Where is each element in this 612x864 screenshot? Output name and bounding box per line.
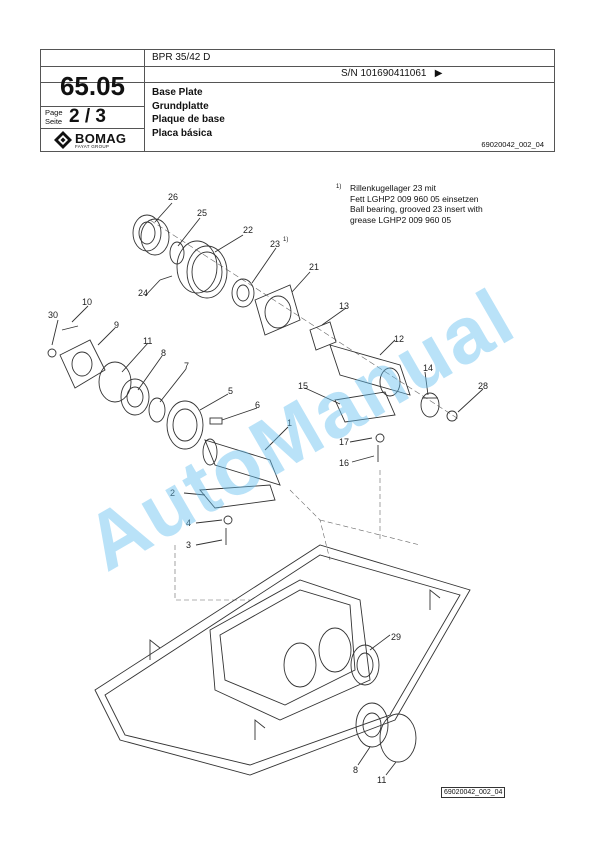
serial-text: S/N 101690411061 [341, 68, 427, 79]
page-number: 2 / 3 [69, 106, 106, 127]
bomag-diamond-icon [54, 131, 72, 149]
callout-5: 5 [228, 386, 233, 396]
bearing-29 [350, 644, 380, 686]
ring-11 [98, 361, 132, 403]
callout-14: 14 [423, 363, 433, 373]
title-en: Base Plate [152, 87, 203, 98]
washer-30 [47, 348, 57, 358]
exciter-housing [209, 579, 371, 721]
bolt-24 [159, 275, 173, 281]
callout-3: 3 [186, 540, 191, 550]
callout-17: 17 [339, 437, 349, 447]
callout-1: 1 [287, 418, 292, 428]
callout-10: 10 [82, 297, 92, 307]
ring-11-lower [379, 713, 417, 763]
ring-25 [169, 241, 185, 265]
callout-30: 30 [48, 310, 58, 320]
gear-5 [166, 400, 204, 450]
bearing-8-lower [355, 702, 389, 748]
callout-8: 8 [161, 348, 166, 358]
cover-9 [59, 339, 106, 389]
ring-7 [148, 397, 166, 423]
figure-reference: 69020042_002_04 [441, 787, 506, 798]
doc-reference: 69020042_002_04 [481, 140, 544, 149]
callout-22: 22 [243, 225, 253, 235]
sleeve-13 [309, 321, 337, 351]
footnote-line: Rillenkugellager 23 mit [350, 183, 436, 193]
housing-21 [254, 284, 301, 336]
callout-4: 4 [186, 518, 191, 528]
callout-24: 24 [138, 288, 148, 298]
callout-16: 16 [339, 458, 349, 468]
header-divider [144, 50, 145, 151]
part-titles: Base Plate Grundplatte Plaque de base Pl… [152, 86, 225, 140]
callout-11: 11 [143, 336, 152, 346]
bearing-8 [120, 378, 150, 416]
title-de: Grundplatte [152, 100, 209, 112]
key-6 [209, 417, 223, 425]
footnote-line: Fett LGHP2 009 960 05 einsetzen [350, 193, 479, 204]
bush-14 [420, 392, 440, 418]
bomag-logo: BOMAG FAYAT GROUP [53, 130, 133, 150]
callout-26: 26 [168, 192, 178, 202]
callout-28: 28 [478, 381, 488, 391]
callout-13: 13 [339, 301, 349, 311]
gear-22 [186, 245, 228, 299]
callout-8-lower: 8 [353, 765, 358, 775]
washer-4 [223, 515, 233, 525]
nut-28 [446, 410, 458, 422]
footnote-marker: 1) [336, 184, 342, 190]
bracket-2 [199, 484, 276, 509]
brand-sub: FAYAT GROUP [75, 144, 110, 149]
callout-15: 15 [298, 381, 308, 391]
header-rule [41, 82, 554, 83]
washer-17 [375, 433, 385, 443]
header-rule [41, 106, 144, 107]
callout-12: 12 [394, 334, 404, 344]
callout-9: 9 [114, 320, 119, 330]
bracket-15 [334, 391, 396, 423]
brand-name: BOMAG [75, 131, 127, 146]
callout-23: 23 [270, 239, 280, 249]
callout-11-lower: 11 [377, 775, 386, 785]
callout-7: 7 [184, 361, 189, 371]
page-label-de: Seite [45, 117, 63, 126]
serial-number[interactable]: S/N 101690411061 ▶ [341, 68, 443, 79]
header-rule [41, 128, 144, 129]
bearing-23 [231, 278, 255, 308]
header-block: BPR 35/42 D S/N 101690411061 ▶ 65.05 Pag… [40, 49, 555, 152]
title-fr: Plaque de base [152, 114, 225, 125]
footnote: 1) Rillenkugellager 23 mit Fett LGHP2 00… [336, 183, 483, 225]
section-number: 65.05 [59, 71, 126, 101]
callout-2: 2 [170, 488, 175, 498]
base-plate [94, 544, 471, 776]
callout-25: 25 [197, 208, 207, 218]
footnote-line: Ball bearing, grooved 23 insert with [350, 204, 483, 214]
model-name: BPR 35/42 D [152, 52, 211, 63]
shaft-1 [204, 439, 281, 486]
title-es: Placa básica [152, 127, 213, 139]
callout-21: 21 [309, 262, 319, 272]
callout-6: 6 [255, 400, 260, 410]
footnote-line: grease LGHP2 009 960 05 [350, 214, 452, 225]
next-arrow-icon[interactable]: ▶ [434, 68, 443, 79]
header-rule [41, 66, 554, 67]
callout-23-note: 1) [283, 237, 288, 243]
shaft-12 [329, 344, 411, 396]
callout-29: 29 [391, 632, 401, 642]
bolt-10 [61, 325, 79, 331]
page-label-en: Page [45, 108, 63, 117]
bearing-26 [132, 214, 162, 252]
